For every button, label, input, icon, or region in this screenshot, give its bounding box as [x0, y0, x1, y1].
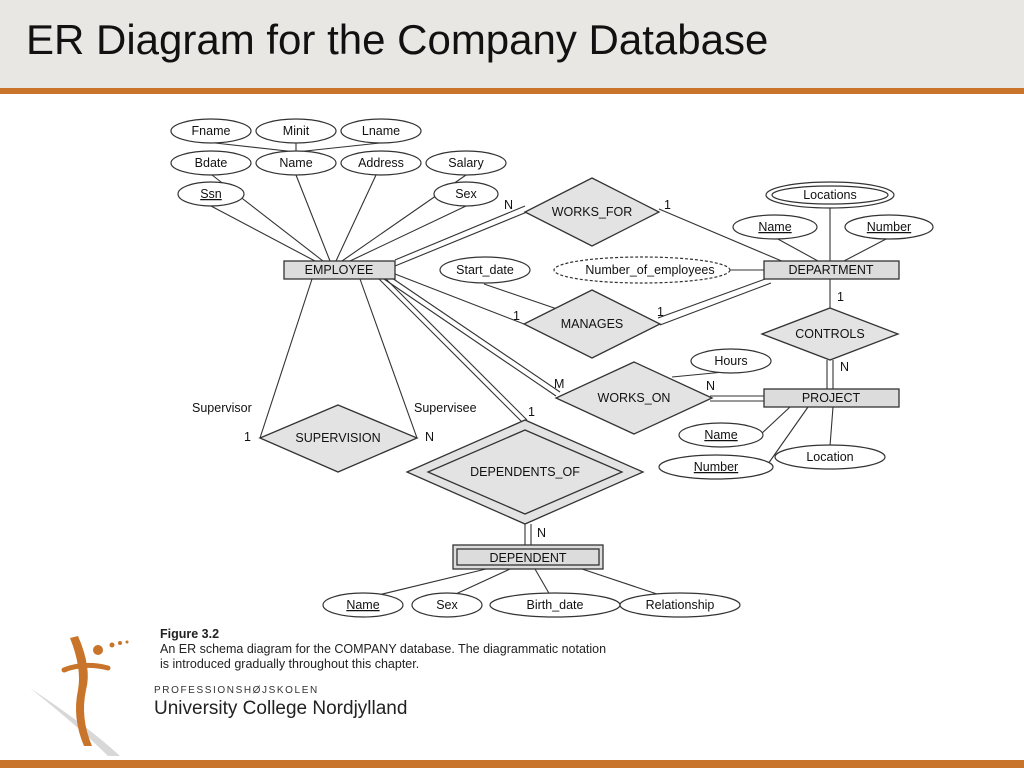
entity-department: DEPARTMENT [763, 260, 900, 280]
attribute-department-number-label: Number [867, 220, 911, 234]
attribute-employee-name: Name [255, 150, 337, 176]
university-logo: PROFESSIONSHØJSKOLEN University College … [20, 628, 440, 758]
figure-caption-line-1: An ER schema diagram for the COMPANY dat… [160, 642, 607, 656]
logo-name: University College Nordjylland [154, 698, 408, 719]
attribute-start-date: Start_date [439, 256, 531, 284]
attribute-birth-date: Birth_date [489, 592, 621, 618]
relationship-controls-label: CONTROLS [795, 327, 864, 341]
attribute-project-name: Name [678, 422, 764, 448]
cardinality-manages-department: 1 [657, 305, 664, 319]
attribute-start-date-label: Start_date [456, 263, 514, 277]
attribute-locations: Locations [765, 181, 895, 209]
attribute-employee-sex-label: Sex [455, 187, 477, 201]
relationship-dependents-of-label: DEPENDENTS_OF [470, 465, 580, 479]
figure-caption: Figure 3.2 An ER schema diagram for the … [160, 627, 760, 672]
relationship-works-on: WORKS_ON [554, 361, 714, 435]
cardinality-labels: N 1 1 1 M N 1 N 1 N 1 N Supervisor Super… [192, 198, 849, 540]
attribute-birth-date-label: Birth_date [527, 598, 584, 612]
relationship-controls: CONTROLS [760, 307, 900, 361]
attribute-number-of-employees-label: Number_of_employees [585, 263, 714, 277]
entity-dependent-label: DEPENDENT [489, 551, 566, 565]
header-rule [0, 88, 1024, 94]
attribute-minit: Minit [255, 118, 337, 144]
attribute-employee-sex: Sex [433, 181, 499, 207]
attribute-salary: Salary [425, 150, 507, 176]
slide-header: ER Diagram for the Company Database [0, 0, 1024, 88]
attribute-number-of-employees: Number_of_employees [553, 256, 731, 284]
cardinality-supervision-supervisee: N [425, 430, 434, 444]
attribute-dependent-name: Name [322, 592, 404, 618]
cardinality-supervision-supervisor: 1 [244, 430, 251, 444]
attribute-project-number-label: Number [694, 460, 738, 474]
cardinality-controls-project: N [840, 360, 849, 374]
cardinality-controls-department: 1 [837, 290, 844, 304]
attribute-project-number: Number [658, 454, 774, 480]
attribute-dependent-name-label: Name [346, 598, 379, 612]
attribute-lname-label: Lname [362, 124, 400, 138]
logo-figure-icon [30, 636, 129, 756]
attribute-relationship-label: Relationship [646, 598, 715, 612]
relationship-supervision: SUPERVISION [258, 404, 419, 473]
attribute-locations-label: Locations [803, 188, 857, 202]
attribute-ssn: Ssn [177, 181, 245, 207]
attribute-hours: Hours [690, 348, 772, 374]
attribute-employee-name-label: Name [279, 156, 312, 170]
relationship-works-on-label: WORKS_ON [598, 391, 671, 405]
attribute-project-location-label: Location [806, 450, 853, 464]
entity-employee: EMPLOYEE [283, 260, 396, 280]
attribute-fname: Fname [170, 118, 252, 144]
attribute-minit-label: Minit [283, 124, 310, 138]
cardinality-dependents-of-dependent: N [537, 526, 546, 540]
attribute-hours-label: Hours [714, 354, 747, 368]
attribute-bdate: Bdate [170, 150, 252, 176]
cardinality-works-for-employee: N [504, 198, 513, 212]
attribute-address-label: Address [358, 156, 404, 170]
attribute-dependent-sex: Sex [411, 592, 483, 618]
footer-rule [0, 760, 1024, 768]
role-supervisor: Supervisor [192, 401, 252, 415]
attribute-address: Address [340, 150, 422, 176]
entity-dependent: DEPENDENT [452, 544, 604, 570]
figure-caption-title: Figure 3.2 [160, 627, 220, 641]
attribute-project-name-label: Name [704, 428, 737, 442]
attribute-bdate-label: Bdate [195, 156, 228, 170]
cardinality-works-on-employee: M [554, 377, 564, 391]
relationship-dependents-of: DEPENDENTS_OF [405, 419, 645, 525]
attribute-ssn-label: Ssn [200, 187, 222, 201]
attribute-dependent-sex-label: Sex [436, 598, 458, 612]
relationship-works-for: WORKS_FOR [523, 177, 661, 247]
attribute-department-number: Number [844, 214, 934, 240]
relationship-manages-label: MANAGES [561, 317, 624, 331]
attribute-department-name: Name [732, 214, 818, 240]
attribute-salary-label: Salary [448, 156, 484, 170]
attribute-lname: Lname [340, 118, 422, 144]
entity-department-label: DEPARTMENT [789, 263, 874, 277]
cardinality-works-on-project: N [706, 379, 715, 393]
cardinality-dependents-of-employee: 1 [528, 405, 535, 419]
cardinality-manages-employee: 1 [513, 309, 520, 323]
cardinality-works-for-department: 1 [664, 198, 671, 212]
relationship-works-for-label: WORKS_FOR [552, 205, 633, 219]
entity-employee-label: EMPLOYEE [305, 263, 374, 277]
slide-title: ER Diagram for the Company Database [26, 16, 769, 63]
relationship-manages: MANAGES [522, 289, 662, 359]
attribute-relationship: Relationship [619, 592, 741, 618]
logo-subtitle: PROFESSIONSHØJSKOLEN [154, 685, 319, 696]
relationship-supervision-label: SUPERVISION [295, 431, 380, 445]
figure-caption-line-2: is introduced gradually throughout this … [160, 657, 420, 671]
entity-project-label: PROJECT [802, 391, 861, 405]
role-supervisee: Supervisee [414, 401, 477, 415]
entity-project: PROJECT [763, 388, 900, 408]
attribute-fname-label: Fname [192, 124, 231, 138]
attribute-project-location: Location [774, 444, 886, 470]
attribute-department-name-label: Name [758, 220, 791, 234]
